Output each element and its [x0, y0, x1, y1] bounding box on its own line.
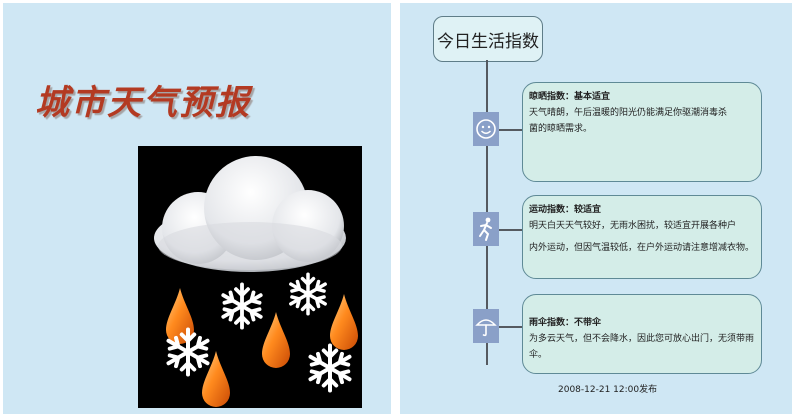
cloud-shape — [154, 156, 346, 272]
timeline-branch — [486, 229, 522, 231]
smiley-icon — [473, 112, 499, 146]
index-desc-line: 明天白天天气较好，无雨水困扰，较适宜开展各种户 — [529, 221, 737, 231]
index-desc-line: 天气晴朗，午后温暖的阳光仍能满足你驱潮消毒杀 — [529, 108, 728, 118]
runner-icon — [473, 212, 499, 246]
index-name: 运动指数： — [529, 205, 575, 215]
timeline-branch — [486, 129, 522, 131]
life-index-panel: 今日生活指数 晾晒指数：基本适宜 天气晴朗，午后温暖的阳光仍能满足你驱潮消毒杀 … — [400, 3, 792, 414]
sport-index-card: 运动指数：较适宜 明天白天天气较好，无雨水困扰，较适宜开展各种户 内外运动，但因… — [522, 195, 762, 279]
umbrella-index-card: 雨伞指数：不带伞 为多云天气，但不会降水，因此您可放心出门，无须带雨伞。 — [522, 294, 762, 374]
umbrella-icon — [473, 309, 499, 343]
index-name: 晾晒指数： — [529, 92, 575, 102]
weather-forecast-panel: 城市天气预报 — [3, 3, 391, 414]
life-index-title: 今日生活指数 — [433, 16, 543, 62]
index-name: 雨伞指数： — [529, 318, 575, 328]
timeline-branch — [486, 326, 522, 328]
index-desc-line: 内外运动，但因气温较低，在户外运动请注意增减衣物。 — [529, 243, 755, 253]
index-level: 基本适宜 — [574, 92, 611, 102]
snowflakes — [166, 272, 352, 393]
index-level: 较适宜 — [574, 205, 602, 215]
index-desc-line: 为多云天气，但不会降水，因此您可放心出门，无须带雨伞。 — [529, 334, 755, 360]
weather-image — [138, 146, 362, 408]
rain-snow-cloud-icon — [154, 156, 358, 407]
publish-time: 2008-12-21 12:00发布 — [558, 385, 658, 395]
index-desc-line: 菌的晾晒需求。 — [529, 124, 593, 134]
city-weather-title: 城市天气预报 — [35, 83, 251, 123]
drying-index-card: 晾晒指数：基本适宜 天气晴朗，午后温暖的阳光仍能满足你驱潮消毒杀 菌的晾晒需求。 — [522, 82, 762, 182]
index-level: 不带伞 — [574, 318, 602, 328]
